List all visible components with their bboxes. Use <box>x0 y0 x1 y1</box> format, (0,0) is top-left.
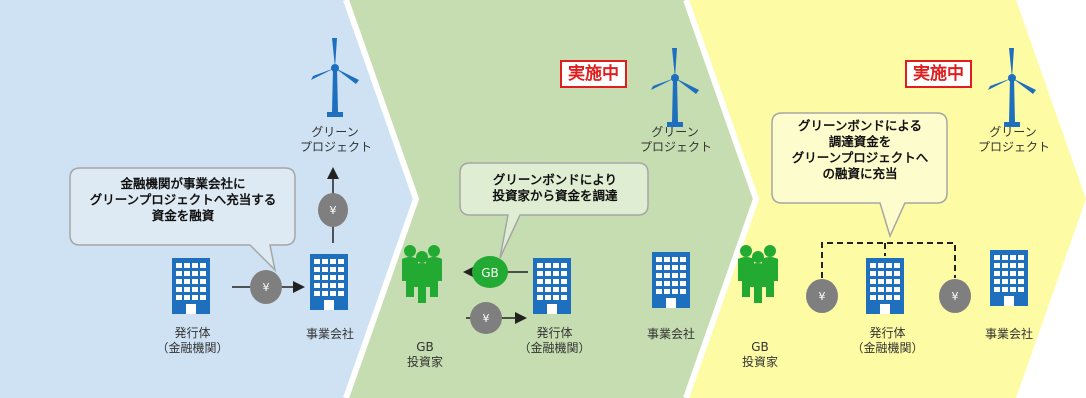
svg-text:¥: ¥ <box>952 290 959 303</box>
panel-3-bubble-text: グリーンボンドによる調達資金をグリーンプロジェクトへの融資に充当 <box>791 118 929 181</box>
yen-coin-icon: ¥ <box>939 279 971 313</box>
project-label: グリーンプロジェクト <box>640 125 713 154</box>
building-icon <box>310 254 348 310</box>
svg-text:GB: GB <box>481 266 499 280</box>
yen-coin-icon: ¥ <box>318 193 348 227</box>
building-icon <box>172 258 210 314</box>
issuer-label: 発行体（金融機関） <box>518 326 591 355</box>
status-badge: 実施中 <box>905 60 972 88</box>
yen-coin-icon: ¥ <box>250 270 282 304</box>
svg-text:¥: ¥ <box>330 204 337 217</box>
gb-coin-icon: GB <box>472 256 508 288</box>
panel-2-bubble <box>459 162 649 259</box>
fund-allocation-bracket <box>821 242 956 278</box>
company-label: 事業会社 <box>646 327 695 341</box>
company-label: 事業会社 <box>984 327 1033 341</box>
investor-group-icon <box>738 245 778 303</box>
project-label: グリーンプロジェクト <box>978 125 1051 154</box>
issuer-label: 発行体（金融機関） <box>851 326 924 355</box>
svg-text:¥: ¥ <box>819 290 826 303</box>
yen-coin-icon: ¥ <box>806 279 838 313</box>
panel-1-bubble <box>69 167 296 273</box>
building-icon <box>533 258 571 314</box>
status-badge: 実施中 <box>560 60 627 88</box>
svg-text:¥: ¥ <box>263 281 270 294</box>
panel-1-bubble-text: 金融機関が事業会社にグリーンプロジェクトへ充当する資金を融資 <box>89 176 277 223</box>
company-label: 事業会社 <box>305 327 354 341</box>
panel-2-bubble-text: グリーンボンドにより投資家から資金を調達 <box>492 172 618 203</box>
building-icon <box>990 250 1028 306</box>
svg-text:¥: ¥ <box>483 312 490 325</box>
building-icon <box>652 252 690 308</box>
investor-group-icon <box>402 245 442 303</box>
project-label: グリーンプロジェクト <box>300 125 373 154</box>
building-icon <box>866 258 904 314</box>
issuer-label: 発行体（金融機関） <box>156 326 229 355</box>
panel-3-bubble <box>771 112 948 239</box>
yen-coin-icon: ¥ <box>470 302 502 334</box>
